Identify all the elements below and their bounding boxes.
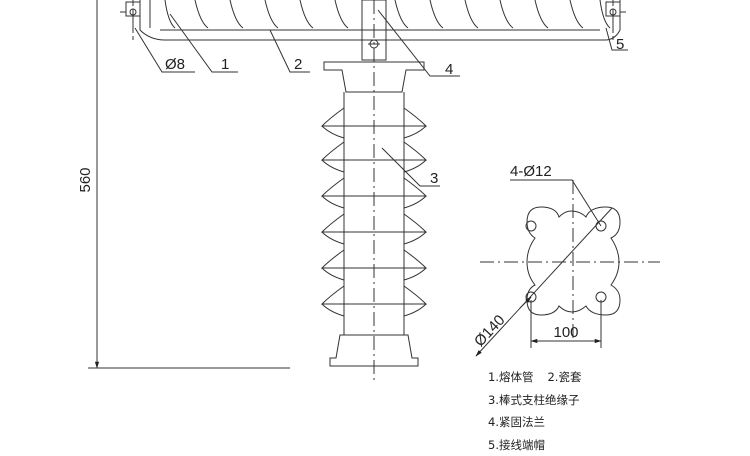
diameter-label: Ø140 bbox=[471, 312, 508, 350]
legend-item-2: 2.瓷套 bbox=[547, 370, 581, 384]
callout-dia8: Ø8 bbox=[165, 56, 185, 73]
legend-item-3: 3.棒式支柱绝缘子 bbox=[488, 393, 579, 407]
callout-3: 3 bbox=[430, 170, 438, 187]
legend-row-1: 1.熔体管 2.瓷套 bbox=[488, 366, 595, 389]
legend-item-4: 4.紧固法兰 bbox=[488, 415, 545, 429]
terminal-cap-right bbox=[606, 2, 626, 30]
height-label: 560 bbox=[77, 167, 94, 192]
callout-4: 4 bbox=[445, 61, 453, 78]
legend-item-1: 1.熔体管 bbox=[488, 370, 533, 384]
spacing-label: 100 bbox=[553, 324, 578, 341]
holes-label: 4-Ø12 bbox=[510, 163, 552, 180]
legend-row-4: 5.接线端帽 bbox=[488, 434, 595, 456]
callout-2: 2 bbox=[294, 56, 302, 73]
terminal-cap-left bbox=[120, 2, 140, 30]
callout-5: 5 bbox=[616, 36, 624, 53]
parts-legend: 1.熔体管 2.瓷套 3.棒式支柱绝缘子 4.紧固法兰 5.接线端帽 bbox=[488, 366, 595, 456]
callout-1: 1 bbox=[221, 56, 229, 73]
legend-row-2: 3.棒式支柱绝缘子 bbox=[488, 389, 595, 412]
fuse-tube bbox=[140, 0, 620, 40]
legend-row-3: 4.紧固法兰 bbox=[488, 411, 595, 434]
height-dimension bbox=[88, 0, 290, 368]
legend-item-5: 5.接线端帽 bbox=[488, 438, 545, 452]
